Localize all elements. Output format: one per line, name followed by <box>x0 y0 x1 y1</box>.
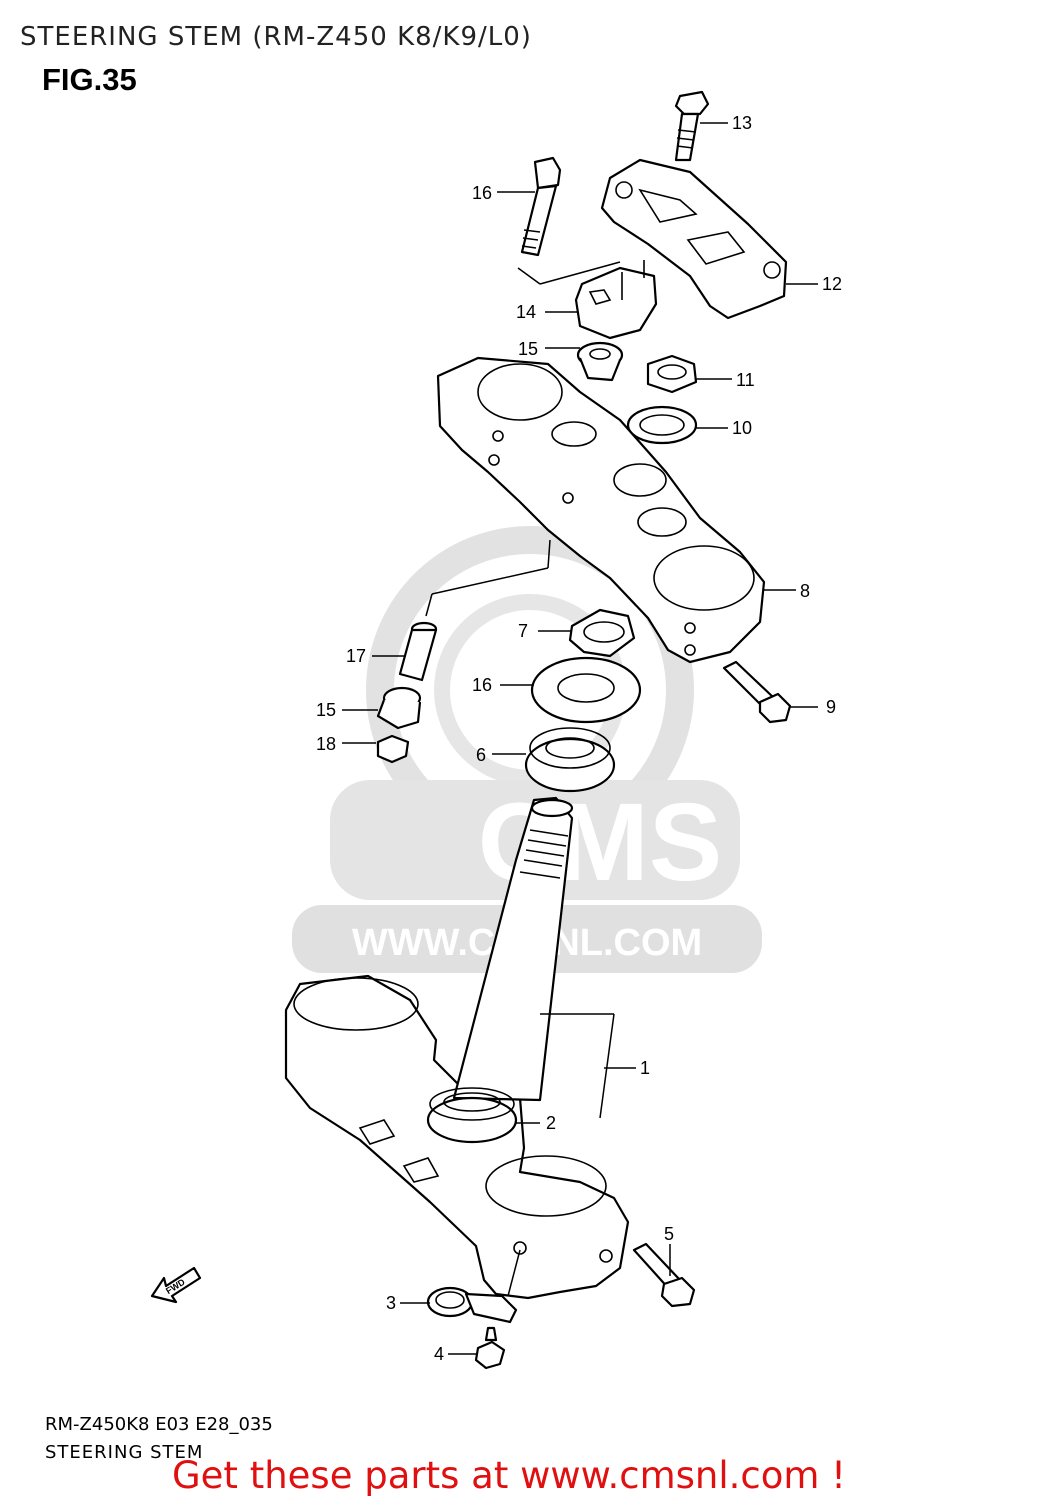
part-10-washer <box>626 405 698 445</box>
part-15-rubber-upper <box>576 341 624 382</box>
part-6-bearing <box>524 727 616 793</box>
part-8-upper-bracket <box>436 356 766 664</box>
callout-19: 18 <box>316 734 336 754</box>
part-5-bolt <box>632 1242 696 1308</box>
part-2-bearing <box>426 1087 518 1144</box>
figure-number: FIG.35 <box>42 62 137 97</box>
part-3-clamp <box>426 1286 518 1324</box>
callout-8: 8 <box>800 581 810 601</box>
callout-13: 13 <box>732 113 752 133</box>
part-4-screw <box>474 1326 506 1370</box>
diagram-code: RM-Z450K8 E03 E28_035 <box>45 1414 273 1435</box>
callout-12: 12 <box>822 274 842 294</box>
callout-16: 16 <box>472 675 492 695</box>
diagram-caption: STEERING STEM <box>45 1442 204 1463</box>
part-12-upper-clamp <box>600 158 788 320</box>
callout-10: 10 <box>732 418 752 438</box>
callout-17: 16 <box>472 183 492 203</box>
callout-5: 5 <box>664 1224 674 1244</box>
fwd-arrow-icon: FWD <box>150 1266 202 1304</box>
callout-14: 14 <box>516 302 536 322</box>
callout-11: 11 <box>736 370 755 390</box>
callout-6: 6 <box>476 745 486 765</box>
callout-2: 2 <box>546 1113 556 1133</box>
part-15-rubber-lower <box>376 686 422 730</box>
callout-15b: 15 <box>316 700 336 720</box>
part-16-seal <box>530 656 642 724</box>
callout-4: 4 <box>434 1344 444 1364</box>
callout-15a: 15 <box>518 339 538 359</box>
part-7-nut <box>568 608 636 658</box>
callout-7: 7 <box>518 621 528 641</box>
callout-18: 17 <box>346 646 366 666</box>
callout-3: 3 <box>386 1293 396 1313</box>
part-18-pipe <box>398 621 438 682</box>
page-title: STEERING STEM (RM-Z450 K8/K9/L0) <box>20 22 532 52</box>
part-19-nut <box>376 734 410 764</box>
promo-link[interactable]: Get these parts at www.cmsnl.com ! <box>172 1454 847 1497</box>
part-11-nut <box>646 354 698 394</box>
callout-9: 9 <box>826 697 836 717</box>
part-17-bolt <box>520 156 562 257</box>
callout-1: 1 <box>640 1058 650 1078</box>
part-13-bolt <box>674 90 710 162</box>
part-14-holder <box>574 260 658 340</box>
part-9-bolt <box>722 660 792 724</box>
